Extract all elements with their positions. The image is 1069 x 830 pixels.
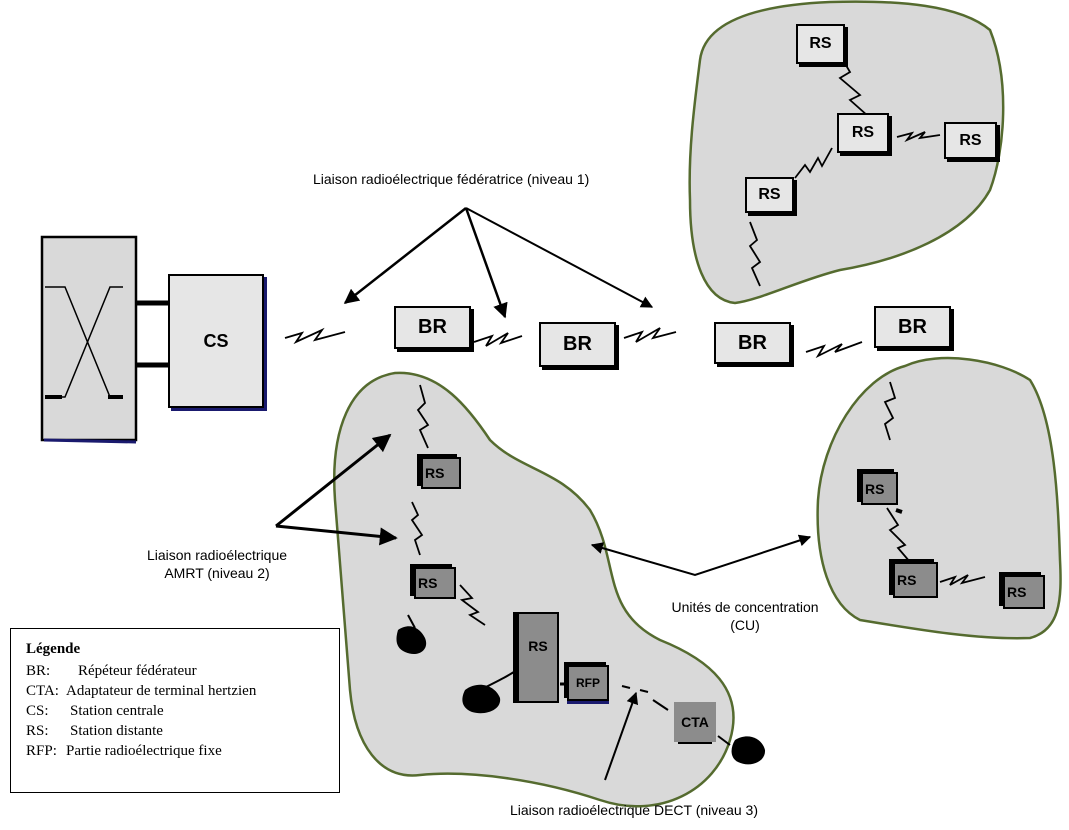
label-dect-link: Liaison radioélectrique DECT (niveau 3) — [510, 802, 758, 818]
cs-station: CS — [168, 274, 264, 408]
legend-item: RFP: Partie radioélectrique fixe — [26, 741, 339, 761]
br-repeater-3: BR — [714, 322, 791, 364]
legend-item: CTA: Adaptateur de terminal hertzien — [26, 681, 339, 701]
legend-item: BR: Répéteur fédérateur — [26, 661, 339, 681]
legend-item: CS: Station centrale — [26, 701, 339, 721]
label-tdma-link-line1: Liaison radioélectrique — [146, 547, 288, 563]
label-concentration-units: Unités de concentration (CU) — [650, 598, 840, 634]
label-tdma-link: Liaison radioélectrique AMRT (niveau 2) — [132, 546, 302, 582]
rs-station-large: RS — [517, 612, 559, 703]
br-repeater-1: BR — [394, 306, 471, 349]
rs-station-top-4: RS — [745, 177, 794, 213]
rs-station-right-1: RS — [861, 472, 898, 505]
rs-station-right-3: RS — [1003, 575, 1045, 609]
legend-code: RS: — [26, 723, 49, 739]
rfp-unit: RFP — [567, 665, 609, 701]
rs-station-top-1: RS — [796, 24, 845, 64]
legend-item: RS: Station distante — [26, 721, 339, 741]
br-repeater-4: BR — [874, 306, 951, 348]
legend-code: RFP: — [26, 743, 57, 759]
legend-text: Adaptateur de terminal hertzien — [66, 683, 257, 699]
legend-box: Légende BR: Répéteur fédérateur CTA: Adapt… — [10, 628, 340, 793]
rs-station-bottom-2: RS — [414, 567, 456, 599]
rs-station-top-3: RS — [944, 122, 997, 159]
cta-adapter: CTA — [674, 702, 716, 742]
label-concentration-line2: (CU) — [730, 617, 760, 633]
rs-station-right-2: RS — [893, 562, 938, 598]
legend-text: Station centrale — [70, 703, 164, 719]
radio-links — [284, 54, 986, 626]
legend-text: Partie radioélectrique fixe — [66, 743, 222, 759]
legend-text: Station distante — [70, 723, 163, 739]
label-concentration-line1: Unités de concentration — [671, 599, 819, 615]
legend-text: Répéteur fédérateur — [78, 663, 197, 679]
rs-station-bottom-1: RS — [421, 457, 461, 489]
label-tdma-link-line2: AMRT (niveau 2) — [164, 565, 270, 581]
rs-station-top-2: RS — [837, 113, 889, 153]
legend-code: CS: — [26, 703, 49, 719]
legend-code: CTA: — [26, 683, 59, 699]
br-repeater-2: BR — [539, 322, 616, 367]
zone-right — [816, 356, 1062, 640]
label-federating-link: Liaison radioélectrique fédératrice (niv… — [313, 171, 590, 187]
legend-title: Légende — [26, 641, 81, 657]
legend-code: BR: — [26, 663, 51, 679]
